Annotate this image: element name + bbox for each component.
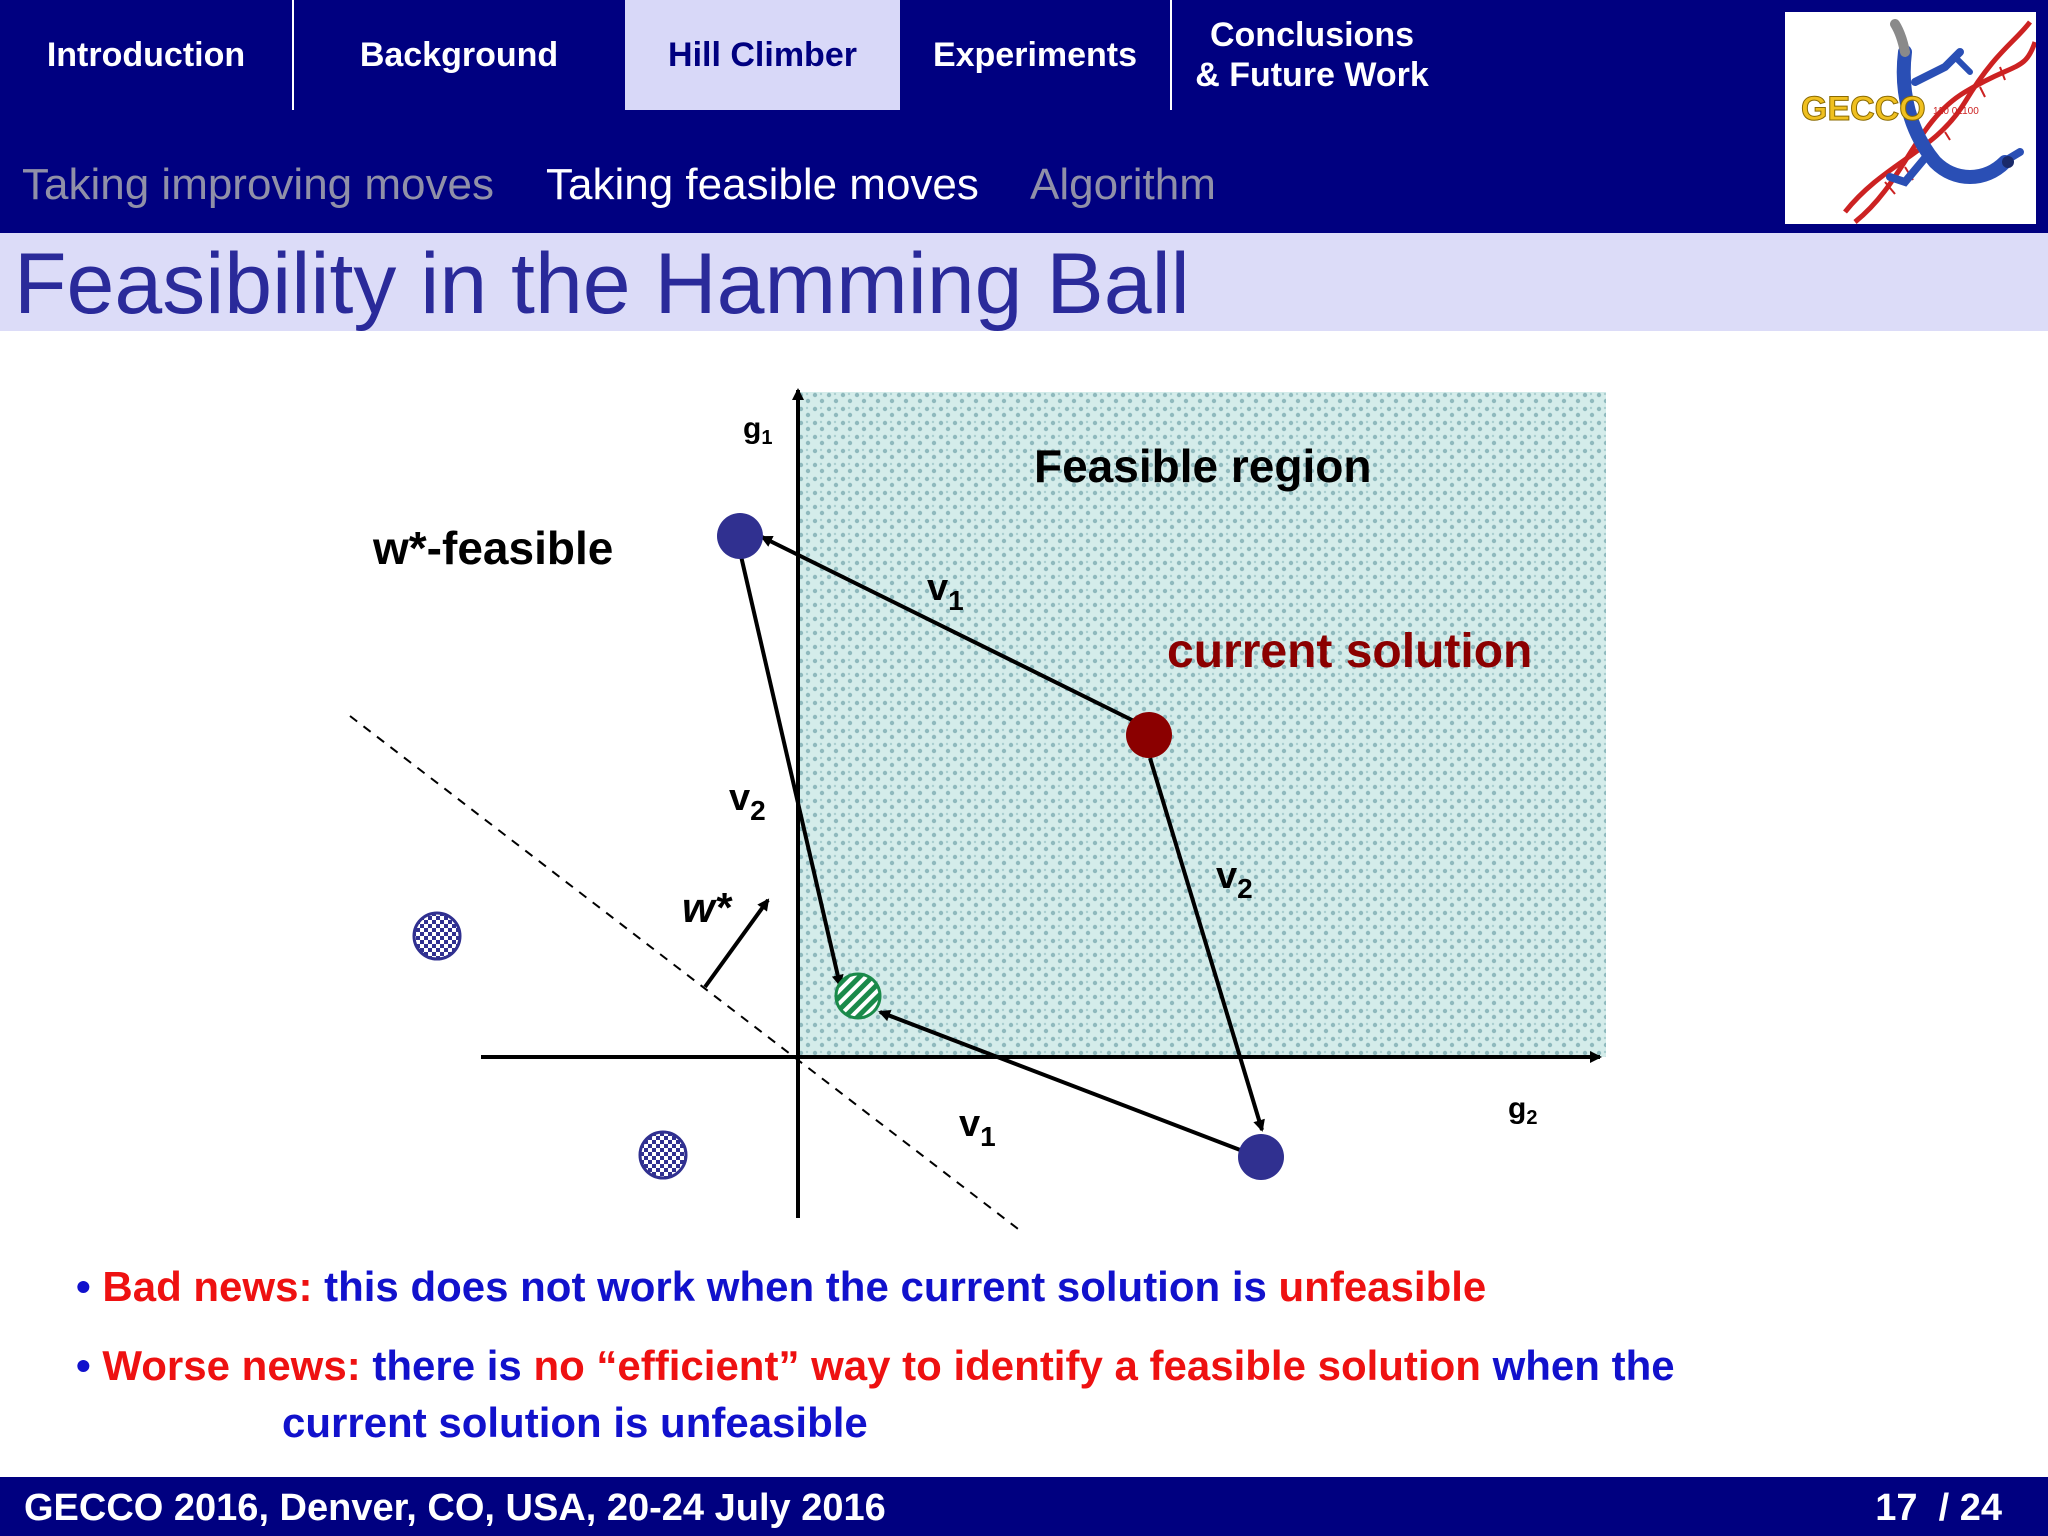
tab-introduction[interactable]: Introduction [46, 36, 246, 74]
v2-right-label: v2 [1216, 855, 1253, 904]
total-pages: / 24 [1938, 1487, 2002, 1529]
gecco-logo: GECCO 110 01100 [1785, 12, 2036, 224]
g2-label: g2 [1508, 1092, 1537, 1129]
constraint-line [349, 715, 1023, 1233]
hatched-point [834, 972, 882, 1020]
bullet-marker: • [76, 1263, 91, 1310]
vertex-point [1238, 1134, 1284, 1180]
bullet-part: no “efficient” way to identify a feasibl… [533, 1342, 1481, 1389]
logo-text: GECCO [1801, 90, 1926, 128]
bullet-part: Worse news: [102, 1342, 361, 1389]
bullet-marker: • [76, 1342, 91, 1389]
subtab-algorithm[interactable]: Algorithm [1030, 160, 1216, 209]
v1-lower-arrow [878, 1009, 1249, 1155]
v1-upper-label: v1 [927, 567, 964, 616]
bullet-part: Bad news: [102, 1263, 313, 1310]
w-feasible-point [717, 513, 763, 559]
v2-left-arrow [739, 555, 844, 987]
w-star-label: w* [682, 884, 733, 931]
bullet-part: unfeasible [1278, 1263, 1487, 1310]
bullet-part: when the [1480, 1342, 1675, 1389]
v2-left-label: v2 [729, 777, 766, 826]
subtab-feasible-moves[interactable]: Taking feasible moves [546, 160, 979, 209]
footer-conference: GECCO 2016, Denver, CO, USA, 20-24 July … [24, 1487, 886, 1529]
logo-binary: 110 01100 [1933, 106, 1979, 117]
tab-hill-climber[interactable]: Hill Climber [625, 0, 900, 110]
v1-lower-label: v1 [959, 1103, 996, 1152]
w-star-arrow [703, 898, 770, 989]
feasible-region-label: Feasible region [1034, 440, 1371, 492]
tab-background[interactable]: Background [359, 36, 559, 74]
checkered-point-upper [412, 911, 462, 961]
tab-conclusions-line2: & Future Work [1195, 56, 1429, 94]
bullet-worse-news: • Worse news: there is no “efficient” wa… [76, 1342, 1675, 1390]
page-title: Feasibility in the Hamming Ball [14, 236, 1190, 332]
tab-separator [292, 0, 294, 110]
current-page: 17 [1875, 1487, 1918, 1529]
tab-conclusions-line1: Conclusions [1209, 16, 1415, 54]
current-solution-label: current solution [1167, 625, 1532, 678]
v1-upper-arrow [760, 535, 1141, 726]
bullet-bad-news: • Bad news: this does not work when the … [76, 1263, 1486, 1311]
w-feasible-label: w*-feasible [372, 522, 613, 574]
subtab-improving-moves[interactable]: Taking improving moves [22, 160, 494, 209]
tab-experiments[interactable]: Experiments [932, 36, 1138, 74]
feasibility-diagram: g1 g2 Feasible region w*-feasible curren… [349, 388, 1606, 1233]
tab-separator [1170, 0, 1172, 110]
bullet-part: this does not work when the current solu… [312, 1263, 1279, 1310]
navigation-bar [0, 0, 2048, 233]
checkered-point-lower [638, 1130, 688, 1180]
feasible-region [798, 392, 1606, 1057]
bullet-continuation: current solution is unfeasible [282, 1399, 868, 1446]
page-number: 17 / 24 [1875, 1487, 2002, 1530]
footer: GECCO 2016, Denver, CO, USA, 20-24 July … [0, 1477, 2048, 1536]
current-solution-point [1126, 712, 1172, 758]
tab-conclusions[interactable]: Conclusions & Future Work [1172, 0, 1452, 110]
g1-label: g1 [743, 412, 772, 449]
title-band [0, 233, 2048, 331]
bullet-part: there is [360, 1342, 534, 1389]
v2-right-arrow [1148, 757, 1265, 1132]
